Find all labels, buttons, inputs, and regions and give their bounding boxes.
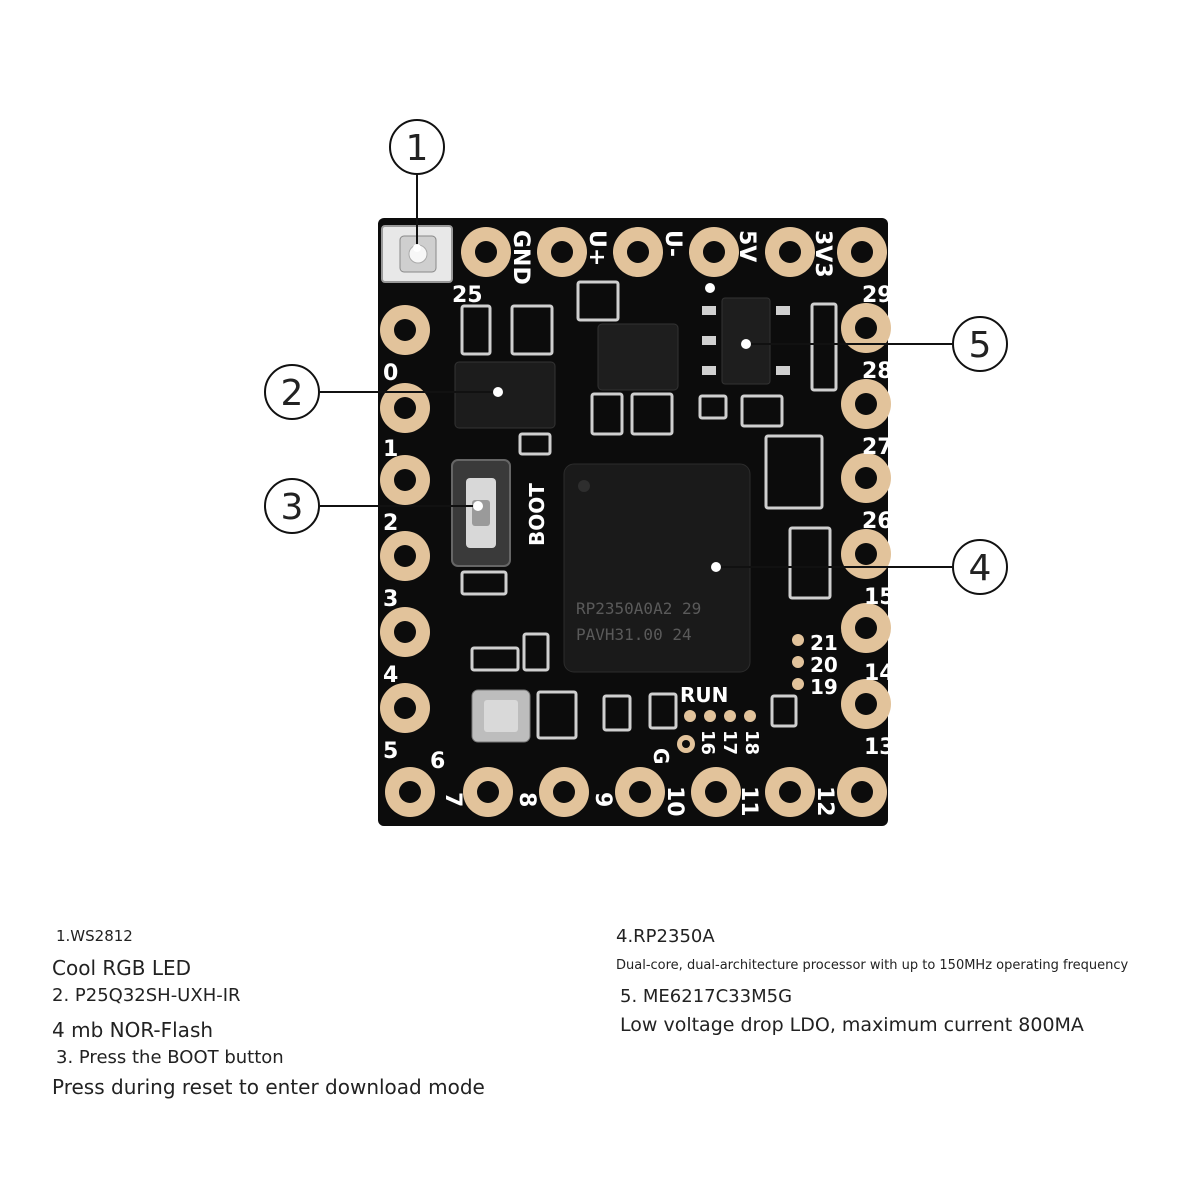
passive-components <box>460 280 838 740</box>
pin-label-5v: 5V <box>734 230 759 262</box>
pad-label-17: 17 <box>719 730 740 755</box>
board-diagram: RP2350A0A2 29 PAVH31.00 24 GND U+ U- 5V <box>264 119 1008 826</box>
svg-text:1: 1 <box>406 128 429 169</box>
desc-3-title: 3. Press the BOOT button <box>56 1047 284 1068</box>
run-label: RUN <box>680 683 728 707</box>
usb-chip-icon <box>597 323 679 391</box>
pin-label-u-minus: U- <box>660 230 685 257</box>
pin-label-13: 13 <box>864 735 895 760</box>
boot-button-icon <box>451 459 511 567</box>
pin-label-9: 9 <box>590 792 615 807</box>
chip-marking-line-2: PAVH31.00 24 <box>576 625 692 644</box>
test-pads <box>684 634 804 722</box>
desc-1-text: Cool RGB LED <box>52 956 192 980</box>
pad-label-20: 20 <box>810 653 838 677</box>
pad-label-21: 21 <box>810 631 838 655</box>
pin-label-7: 7 <box>440 792 465 807</box>
desc-4-text: Dual-core, dual-architecture processor w… <box>616 958 1129 973</box>
desc-2-text: 4 mb NOR-Flash <box>52 1018 214 1042</box>
pin-label-5: 5 <box>383 739 398 764</box>
bottom-pin-labels: 7 8 9 10 11 12 <box>440 786 837 817</box>
pin-label-27: 27 <box>862 435 893 460</box>
svg-text:4: 4 <box>969 548 992 589</box>
pad-label-16: 16 <box>697 730 718 755</box>
pin-label-0: 0 <box>383 361 398 386</box>
pin-label-26: 26 <box>862 509 893 534</box>
svg-text:2: 2 <box>281 373 304 414</box>
callout-3: 3 <box>264 478 320 534</box>
pin-label-6: 6 <box>430 749 445 774</box>
flash-chip-icon <box>454 361 556 429</box>
top-pin-labels: GND U+ U- 5V 3V3 <box>508 230 835 285</box>
pin-label-8: 8 <box>514 792 539 807</box>
svg-text:5: 5 <box>969 325 992 366</box>
pin-label-28: 28 <box>862 359 893 384</box>
pin-label-3: 3 <box>383 587 398 612</box>
pin-label-29: 29 <box>862 283 893 308</box>
pin-label-2: 2 <box>383 511 398 536</box>
pad-label-18: 18 <box>741 730 762 755</box>
pin-label-11: 11 <box>736 786 761 817</box>
callout-2: 2 <box>264 364 320 420</box>
pin-label-4: 4 <box>383 663 398 688</box>
pin-label-15: 15 <box>864 585 895 610</box>
pad-label-19: 19 <box>810 675 838 699</box>
pin-label-14: 14 <box>864 661 895 686</box>
chip-marking-line-1: RP2350A0A2 29 <box>576 599 701 618</box>
desc-4-title: 4.RP2350A <box>616 926 715 947</box>
pin-label-10: 10 <box>662 786 687 817</box>
pin-label-25: 25 <box>452 283 483 308</box>
callout-4: 4 <box>952 539 1008 595</box>
pin-label-u-plus: U+ <box>584 230 609 266</box>
rgb-led-icon <box>381 225 453 283</box>
right-pin-labels: 29 28 27 26 15 14 13 <box>862 283 895 760</box>
desc-3-text: Press during reset to enter download mod… <box>52 1075 485 1099</box>
desc-2-title: 2. P25Q32SH-UXH-IR <box>52 985 241 1006</box>
desc-5-title: 5. ME6217C33M5G <box>620 986 793 1007</box>
callout-5: 5 <box>952 316 1008 372</box>
svg-text:3: 3 <box>281 487 304 528</box>
left-pin-labels: 25 0 1 2 3 4 5 6 <box>383 283 483 774</box>
desc-1-title: 1.WS2812 <box>56 927 133 945</box>
pin-label-gnd: GND <box>508 230 533 285</box>
callout-lines <box>320 174 952 568</box>
crystal-icon <box>471 689 531 743</box>
callout-1: 1 <box>389 119 445 175</box>
pin-label-3v3: 3V3 <box>810 230 835 278</box>
boot-label: BOOT <box>525 483 549 546</box>
g-label: G <box>649 748 673 764</box>
pin-label-1: 1 <box>383 437 398 462</box>
desc-5-text: Low voltage drop LDO, maximum current 80… <box>620 1014 1084 1036</box>
pin-label-12: 12 <box>812 786 837 817</box>
